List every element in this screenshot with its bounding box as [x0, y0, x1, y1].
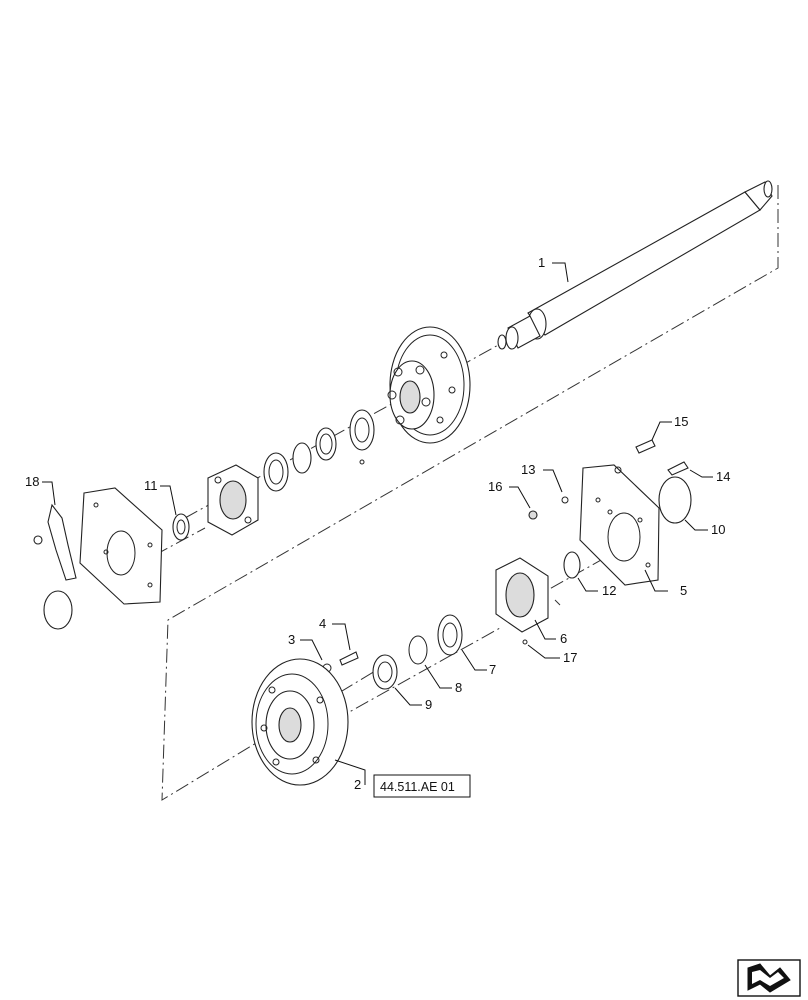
callout-7: 7: [489, 662, 496, 677]
part-9-seal: [372, 654, 398, 690]
part-7-bearing: [437, 614, 463, 656]
callout-4: 4: [319, 616, 326, 631]
part-10-ring: [658, 476, 692, 524]
callout-3: 3: [288, 632, 295, 647]
left-mounting-plate: [79, 487, 163, 605]
reference-label[interactable]: 44.511.AE 01: [380, 780, 455, 794]
callout-18: 18: [25, 474, 39, 489]
callout-15: 15: [674, 414, 688, 429]
reference-box[interactable]: [373, 774, 471, 798]
page-navigation-arrow-icon[interactable]: [737, 959, 801, 997]
flange-bearing-upper: [207, 464, 259, 536]
callout-5: 5: [680, 583, 687, 598]
callout-10: 10: [711, 522, 725, 537]
callout-6: 6: [560, 631, 567, 646]
part-1-shaft: [497, 180, 773, 350]
part-8-snap-ring: [408, 635, 428, 665]
callout-13: 13: [521, 462, 535, 477]
callout-labels: 1 2 3 4 5 6 7 8 9 10 11 12 13 14 15 16 1…: [25, 255, 730, 792]
part-18-bracket: [33, 503, 77, 630]
callout-16: 16: [488, 479, 502, 494]
callout-8: 8: [455, 680, 462, 695]
part-12-seal: [563, 551, 581, 579]
part-11-seal: [172, 513, 190, 541]
callout-2: 2: [354, 777, 361, 792]
reference-link[interactable]: 44.511.AE 01: [373, 774, 471, 798]
callout-12: 12: [602, 583, 616, 598]
callout-17: 17: [563, 650, 577, 665]
part-5-right-plate: [579, 464, 660, 586]
callout-leaders: [42, 262, 713, 785]
callout-11: 11: [144, 478, 158, 493]
part-6-flange-bearing: [495, 557, 549, 645]
callout-14: 14: [716, 469, 730, 484]
bearing-stack-upper: [263, 409, 375, 492]
gear-hub-assembly: [387, 326, 471, 444]
bolts-right: [528, 439, 689, 520]
callout-1: 1: [538, 255, 545, 270]
callout-9: 9: [425, 697, 432, 712]
bolt-4-nut-3: [322, 651, 359, 673]
part-2-hub-housing: [251, 658, 349, 786]
